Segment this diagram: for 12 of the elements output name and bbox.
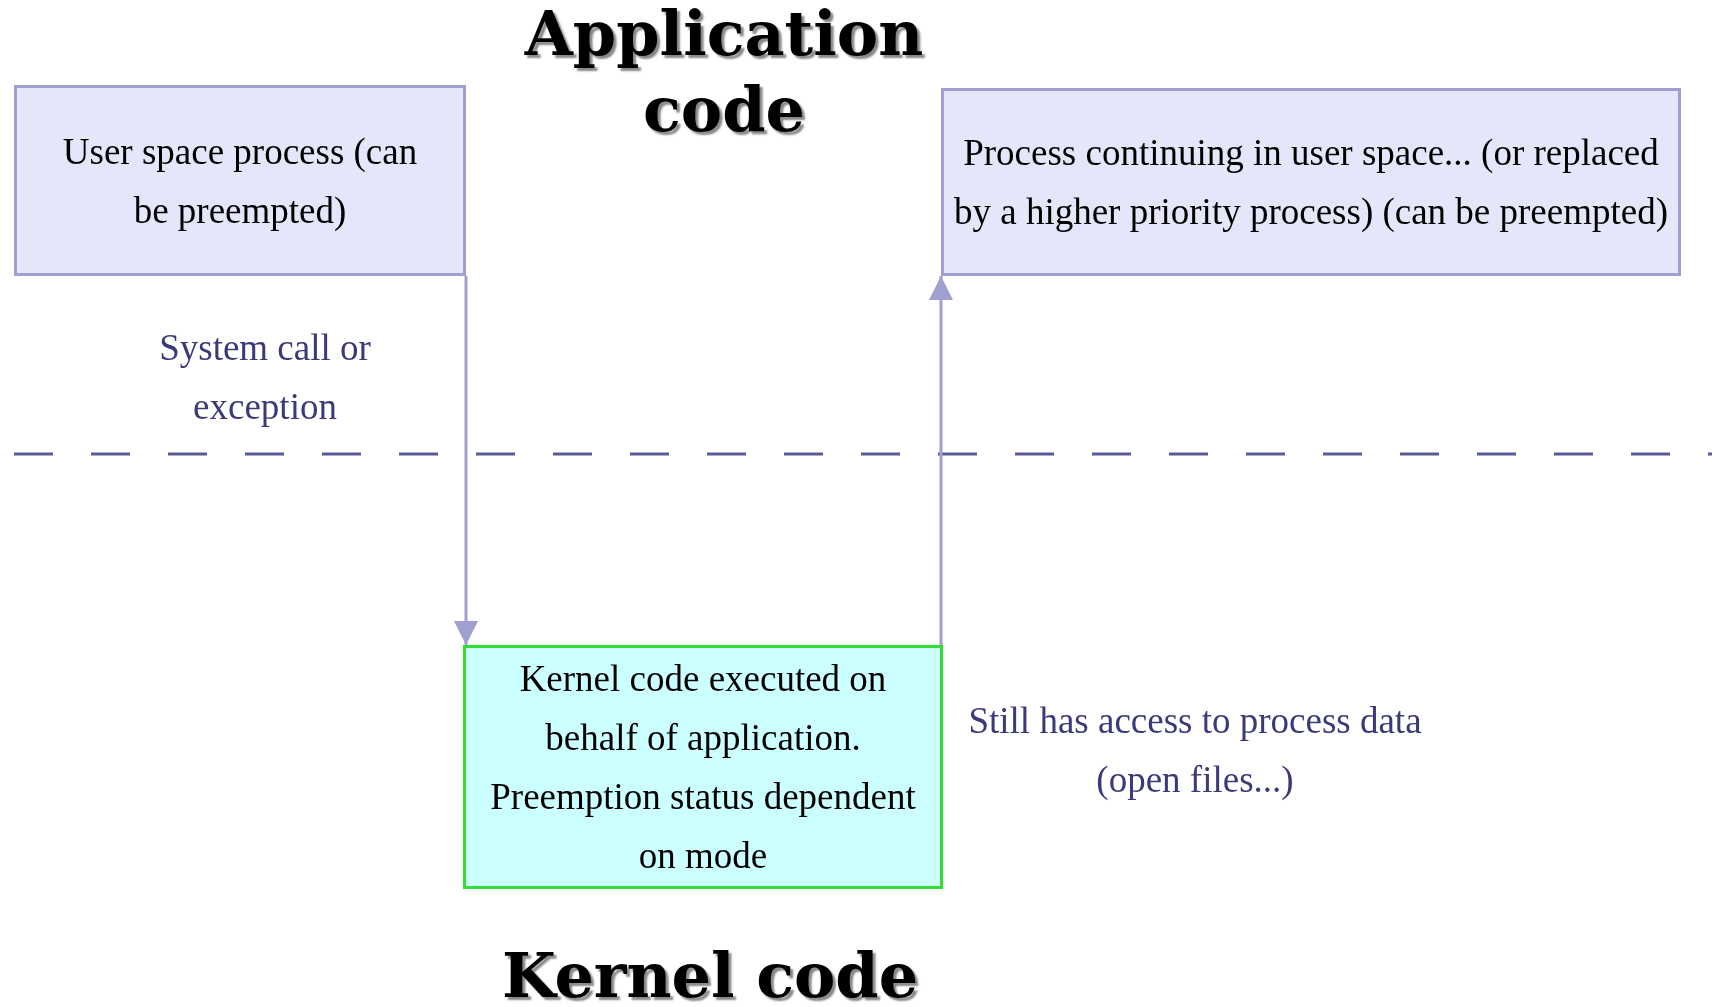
- title: Application code: [523, 0, 925, 148]
- arrow: [454, 276, 478, 645]
- kernel-process-box: [463, 645, 943, 889]
- annotation-text: System call or exception: [158, 326, 372, 429]
- arrow: [929, 276, 953, 645]
- box-text: Process continuing in user space... (or replaced by a higher priority process) (can be preempted): [953, 131, 1669, 234]
- box-text: User space process (can be preempted): [61, 129, 419, 233]
- process-box: [14, 85, 466, 276]
- process-box: [941, 88, 1681, 276]
- annotation-text: Still has access to process data (open files...): [967, 699, 1423, 802]
- box-text: Kernel code executed on behalf of application. Preemption status dependent on mode: [489, 657, 917, 878]
- section-heading: Kernel code: [500, 938, 920, 1007]
